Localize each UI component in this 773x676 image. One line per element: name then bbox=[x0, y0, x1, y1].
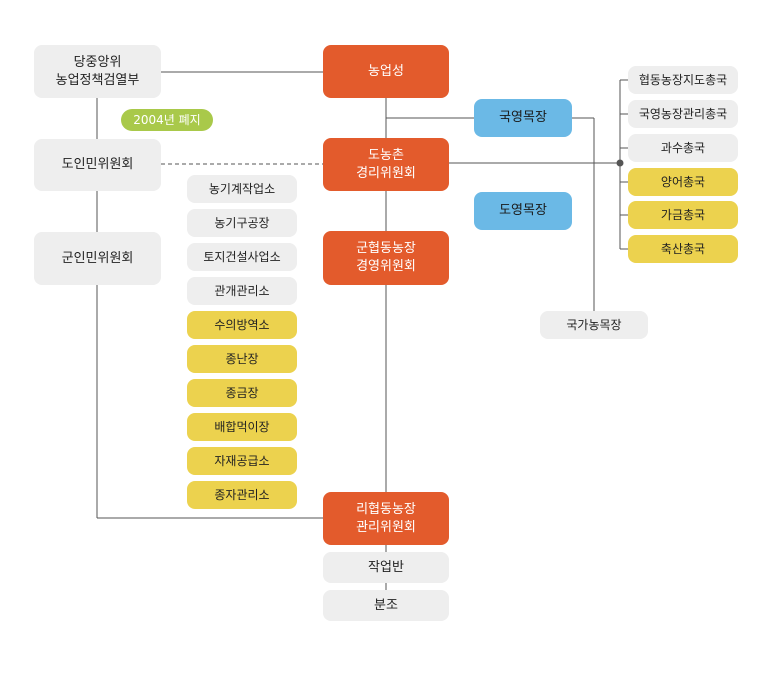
unit-box: 농기구공장 bbox=[187, 209, 297, 237]
province-farm-box: 도영목장 bbox=[474, 192, 572, 230]
unit-box: 자재공급소 bbox=[187, 447, 297, 475]
unit-box: 종금장 bbox=[187, 379, 297, 407]
province-rural-committee-box: 도농촌 경리위원회 bbox=[323, 138, 449, 191]
county-committee-box: 군인민위원회 bbox=[34, 232, 161, 285]
unit-box: 종난장 bbox=[187, 345, 297, 373]
ministry-box: 농업성 bbox=[323, 45, 449, 98]
unit-box: 수의방역소 bbox=[187, 311, 297, 339]
abolished-badge: 2004년 폐지 bbox=[121, 109, 213, 131]
unit-box: 배합먹이장 bbox=[187, 413, 297, 441]
unit-box: 관개관리소 bbox=[187, 277, 297, 305]
bureau-box: 협동농장지도총국 bbox=[628, 66, 738, 94]
sub-team-box: 분조 bbox=[323, 590, 449, 621]
bureau-box: 가금총국 bbox=[628, 201, 738, 229]
province-committee-box: 도인민위원회 bbox=[34, 139, 161, 191]
bureau-box: 양어총국 bbox=[628, 168, 738, 196]
bureau-box: 국영농장관리총국 bbox=[628, 100, 738, 128]
national-farm-box: 국가농목장 bbox=[540, 311, 648, 339]
bureau-box: 과수총국 bbox=[628, 134, 738, 162]
party-committee-box: 당중앙위 농업정책검열부 bbox=[34, 45, 161, 98]
bureau-box: 축산총국 bbox=[628, 235, 738, 263]
unit-box: 농기계작업소 bbox=[187, 175, 297, 203]
unit-box: 종자관리소 bbox=[187, 481, 297, 509]
unit-box: 토지건설사업소 bbox=[187, 243, 297, 271]
junction-dot bbox=[616, 159, 624, 167]
county-coop-committee-box: 군협동농장 경영위원회 bbox=[323, 231, 449, 285]
state-farm-box: 국영목장 bbox=[474, 99, 572, 137]
village-coop-committee-box: 리협동농장 관리위원회 bbox=[323, 492, 449, 545]
work-team-box: 작업반 bbox=[323, 552, 449, 583]
